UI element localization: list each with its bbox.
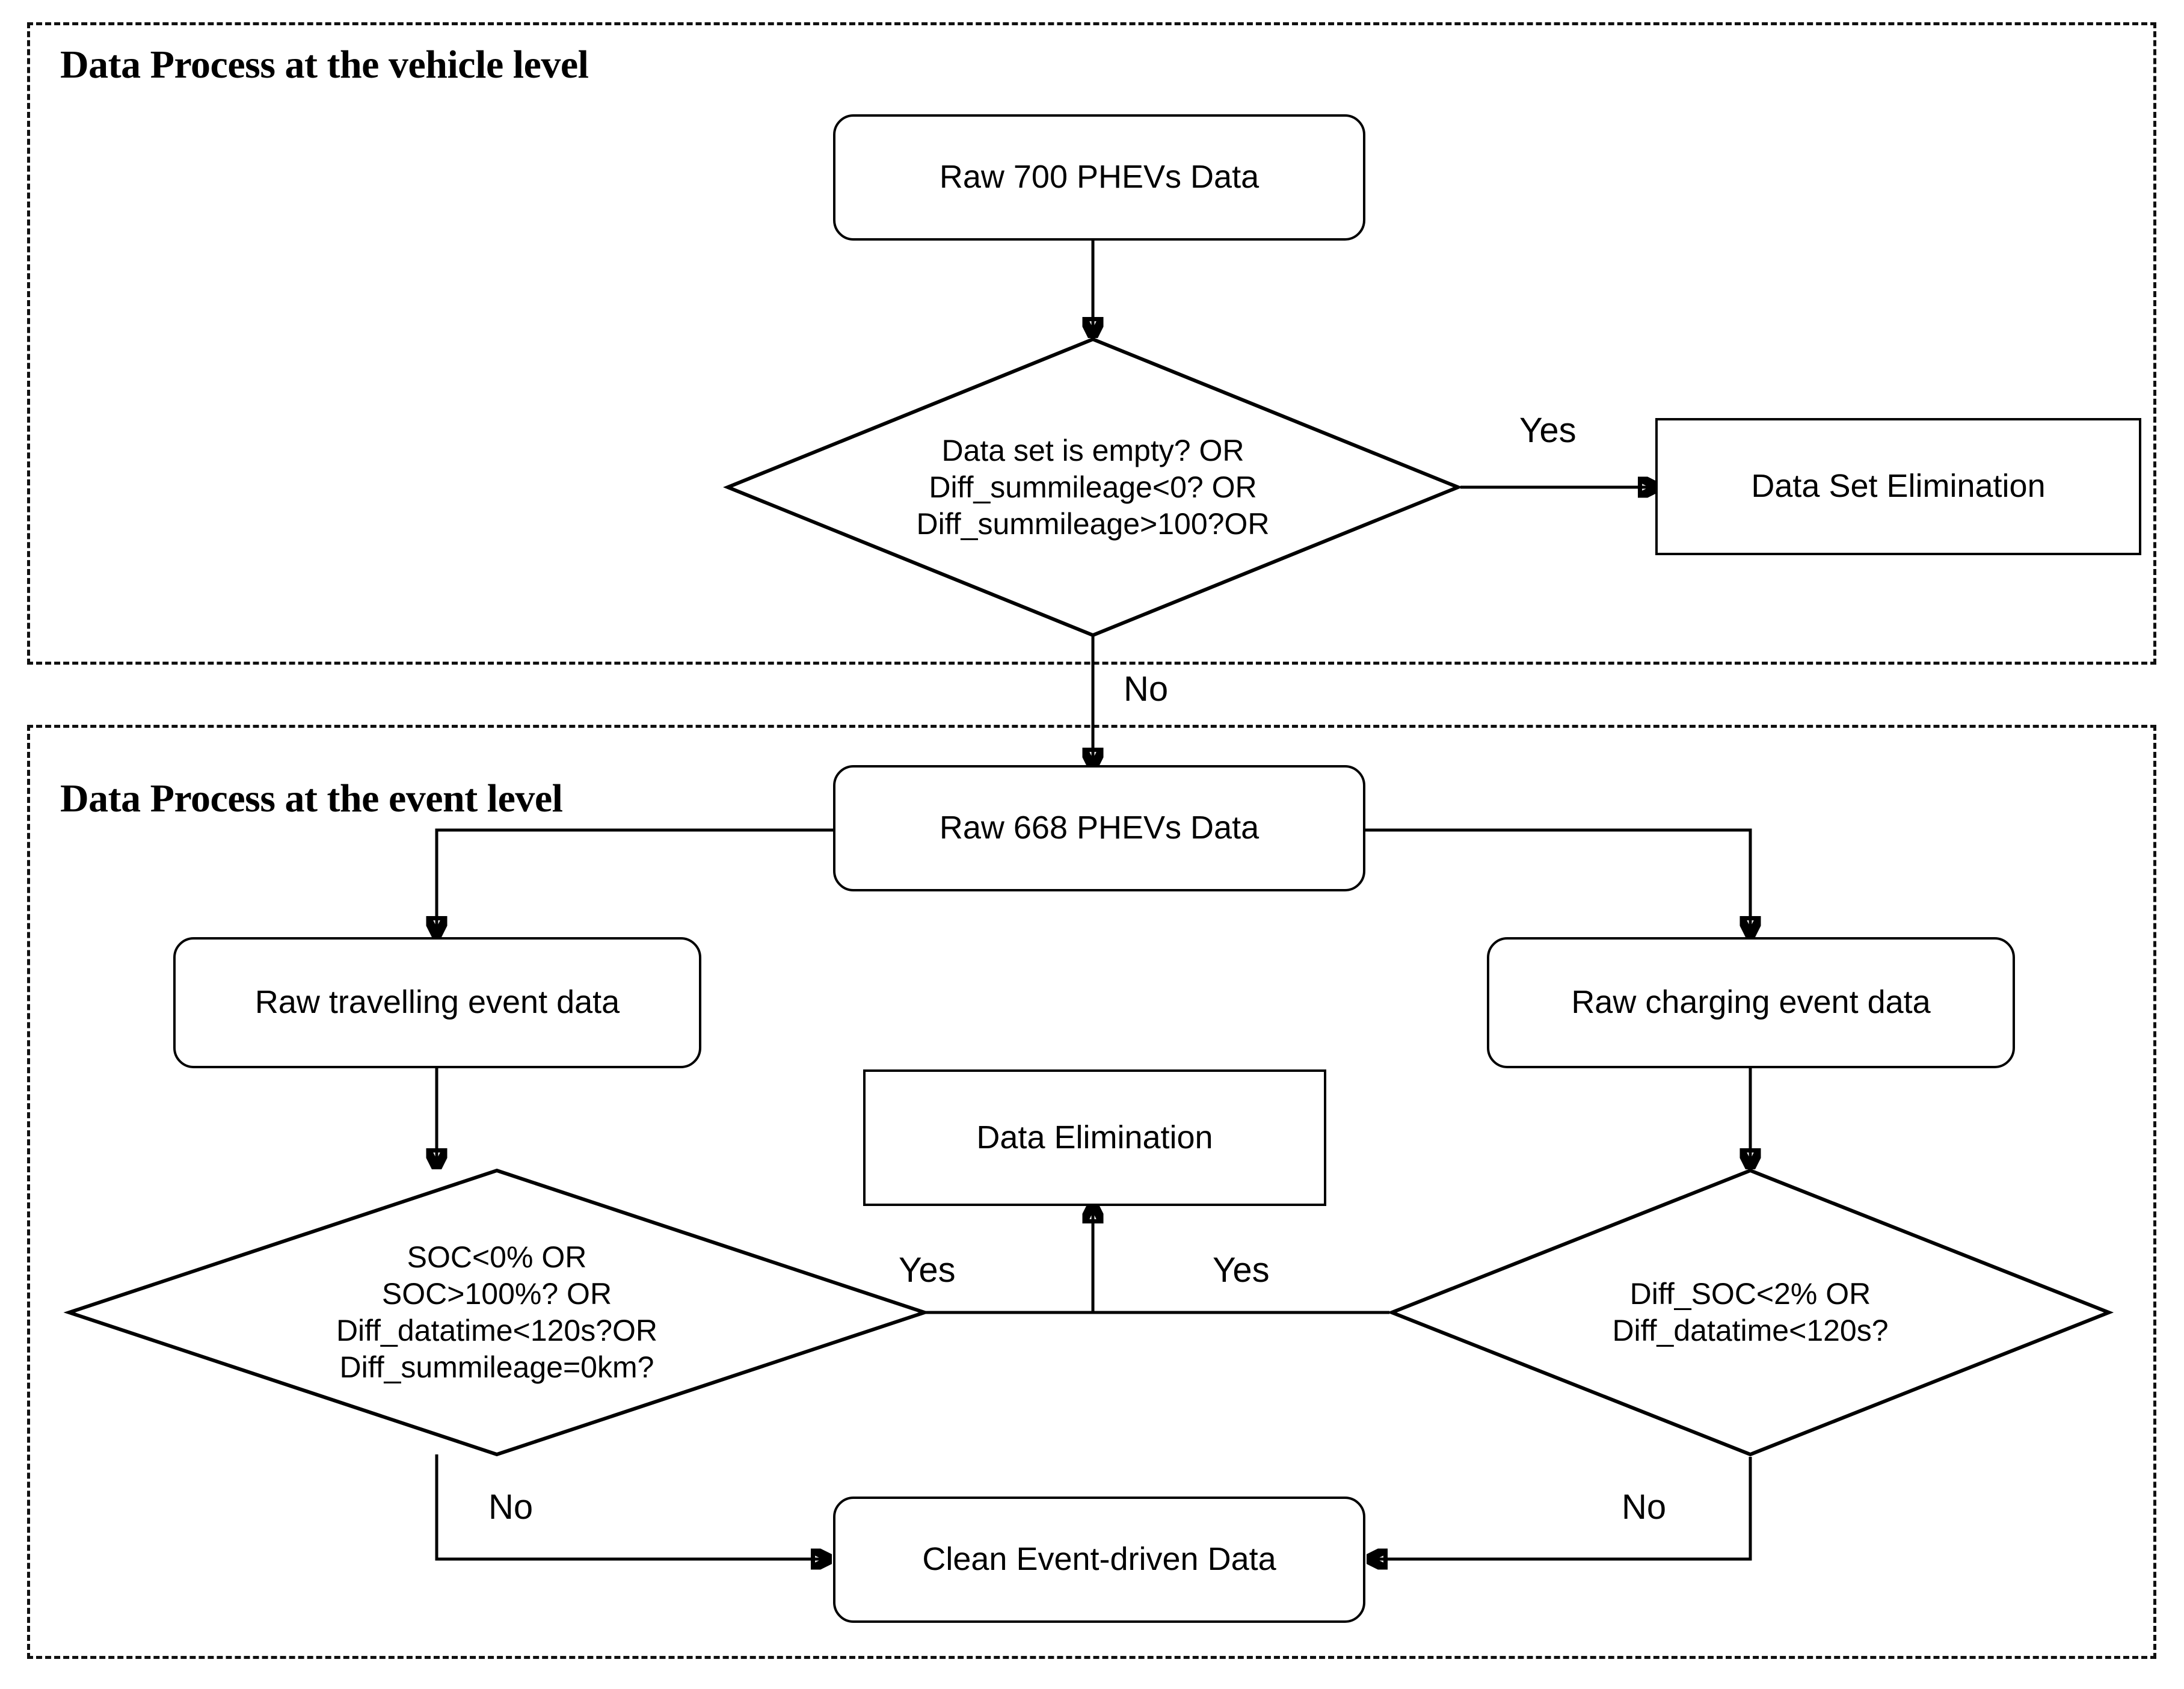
node-raw-700-phevs-data[interactable]: Raw 700 PHEVs Data xyxy=(833,114,1365,241)
node-label: Clean Event-driven Data xyxy=(922,1541,1276,1578)
node-raw-travelling-event-data[interactable]: Raw travelling event data xyxy=(173,937,701,1068)
edge-label-charging-yes: Yes xyxy=(1209,1250,1273,1290)
diamond-shape xyxy=(723,337,1463,638)
edge-travel-decision-no-to-clean-data xyxy=(435,1454,828,1559)
node-travelling-decision[interactable]: SOC<0% OR SOC>100%? OR Diff_datatime<120… xyxy=(63,1168,931,1457)
node-label: Data Elimination xyxy=(976,1119,1213,1155)
node-charging-decision[interactable]: Diff_SOC<2% OR Diff_datatime<120s? xyxy=(1386,1168,2114,1457)
node-label: Raw charging event data xyxy=(1571,984,1931,1021)
edge-charge-decision-no-to-clean-data xyxy=(1370,1457,1752,1559)
diamond-shape xyxy=(1386,1168,2114,1457)
edge-label-vehicle-yes: Yes xyxy=(1516,410,1580,451)
edge-raw668-to-raw-travelling xyxy=(437,828,833,934)
node-label: Data Set Elimination xyxy=(1751,468,2046,505)
node-label: Raw 668 PHEVs Data xyxy=(939,810,1260,846)
node-data-set-elimination[interactable]: Data Set Elimination xyxy=(1655,418,2141,555)
diamond-shape xyxy=(63,1168,931,1457)
edge-label-vehicle-no: No xyxy=(1120,669,1172,709)
node-vehicle-decision[interactable]: Data set is empty? OR Diff_summileage<0?… xyxy=(723,337,1463,638)
edge-label-travelling-no: No xyxy=(485,1487,537,1527)
section-title-vehicle-level: Data Process at the vehicle level xyxy=(60,43,589,87)
edge-raw668-to-raw-charging xyxy=(1365,828,1750,934)
node-label: Raw 700 PHEVs Data xyxy=(939,159,1260,195)
section-title-event-level: Data Process at the event level xyxy=(60,777,563,820)
node-raw-668-phevs-data[interactable]: Raw 668 PHEVs Data xyxy=(833,765,1365,891)
node-label: Raw travelling event data xyxy=(254,984,620,1021)
node-clean-event-driven-data[interactable]: Clean Event-driven Data xyxy=(833,1497,1365,1623)
node-data-elimination[interactable]: Data Elimination xyxy=(863,1069,1326,1206)
edge-label-charging-no: No xyxy=(1618,1487,1670,1527)
edge-label-travelling-yes: Yes xyxy=(895,1250,959,1290)
node-raw-charging-event-data[interactable]: Raw charging event data xyxy=(1487,937,2015,1068)
